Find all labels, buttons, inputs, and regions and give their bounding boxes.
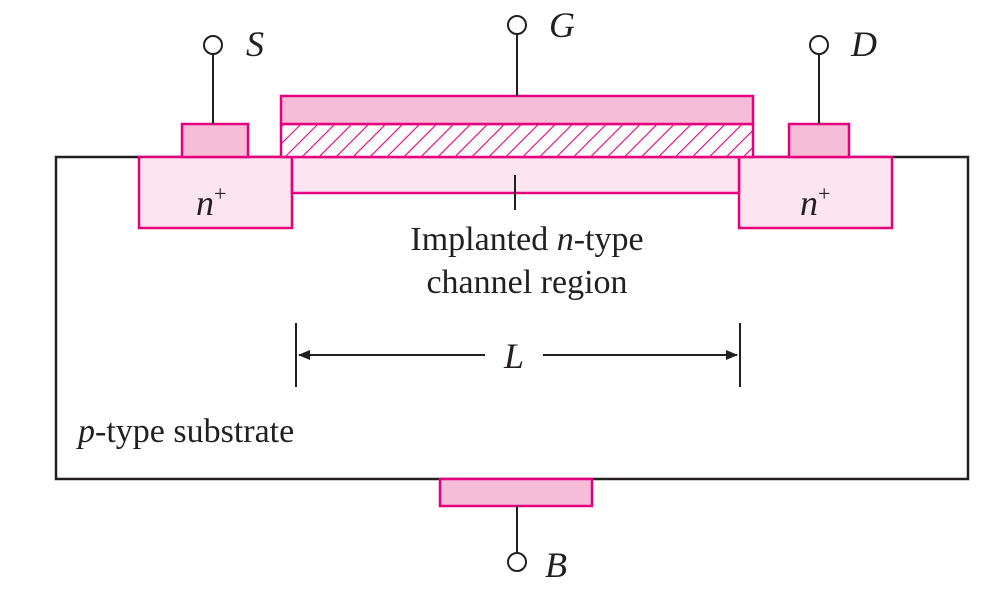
channel-label-text-c: -type <box>574 221 644 258</box>
gate-metal <box>279 94 755 126</box>
source-label: S <box>246 24 264 64</box>
gate-oxide <box>279 122 755 159</box>
body-contact <box>438 477 594 508</box>
substrate-label-text: -type substrate <box>95 413 294 450</box>
source-terminal-circle <box>203 35 223 55</box>
channel-label-line1: Implanted n-type <box>410 221 643 258</box>
channel-label-line2: channel region <box>426 264 627 301</box>
source-doping-label: n+ <box>196 181 226 223</box>
length-label: L <box>503 336 524 376</box>
substrate-label: p-type substrate <box>76 413 294 450</box>
channel-label-text-n: n <box>557 221 574 258</box>
channel-label-text-a: Implanted <box>410 221 556 258</box>
source-n-plus-region <box>137 155 294 230</box>
source-contact <box>180 122 250 159</box>
body-label: B <box>545 545 567 585</box>
gate-label: G <box>549 5 575 45</box>
drain-doping-label: n+ <box>800 181 830 223</box>
gate-terminal-circle <box>507 15 527 35</box>
drain-label: D <box>850 24 877 64</box>
terminal-leads <box>203 15 829 572</box>
substrate-label-p: p <box>76 413 95 450</box>
drain-doping-superscript: + <box>818 181 830 206</box>
body-terminal-circle <box>507 552 527 572</box>
drain-doping-letter: n <box>800 183 818 223</box>
drain-terminal-circle <box>809 35 829 55</box>
source-doping-letter: n <box>196 183 214 223</box>
drain-contact <box>787 122 851 159</box>
source-doping-superscript: + <box>214 181 226 206</box>
